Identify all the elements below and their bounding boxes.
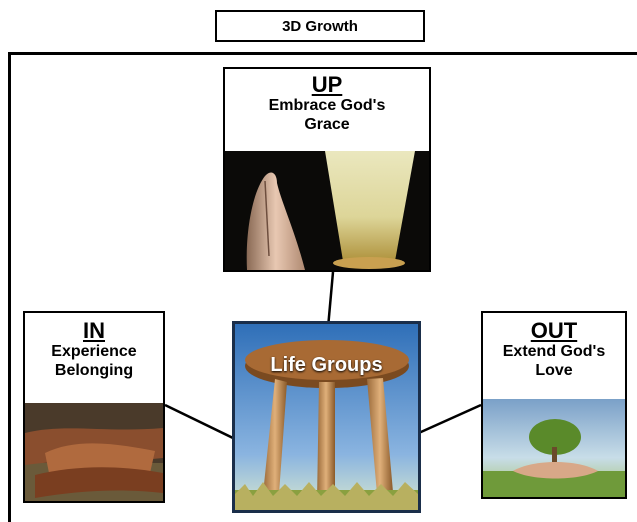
out-card: OUT Extend God's Love — [481, 311, 627, 499]
diagram-title: 3D Growth — [215, 10, 425, 42]
diagram-frame — [8, 52, 637, 522]
praying-hands-image — [225, 151, 429, 270]
life-groups-card: Life Groups — [232, 321, 421, 513]
life-groups-label: Life Groups — [270, 354, 383, 376]
in-line2: Belonging — [54, 362, 134, 380]
up-line2: Grace — [304, 116, 350, 134]
out-line1: Extend God's — [502, 343, 606, 361]
in-heading: IN — [83, 318, 105, 343]
up-card: UP Embrace God's Grace — [223, 67, 431, 272]
in-line1: Experience — [51, 343, 137, 361]
up-line1: Embrace God's — [268, 97, 386, 115]
out-line2: Love — [535, 362, 573, 380]
up-heading: UP — [311, 72, 343, 97]
stool-image — [235, 324, 418, 510]
tree-in-hands-image — [483, 399, 625, 497]
joined-hands-image — [25, 403, 163, 501]
in-card: IN Experience Belonging — [23, 311, 165, 503]
out-heading: OUT — [530, 318, 578, 343]
